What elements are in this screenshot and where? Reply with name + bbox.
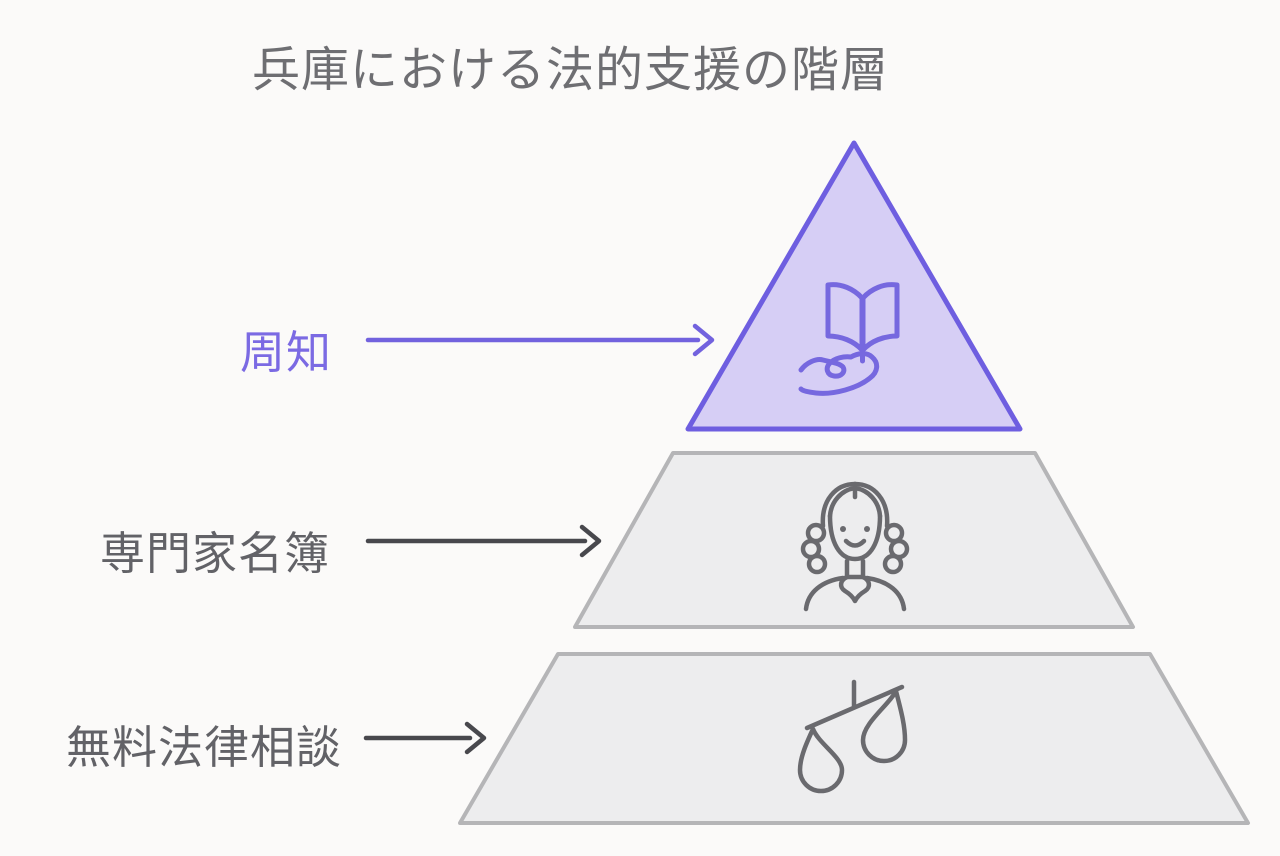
tier-label-experts: 専門家名簿 [99,528,330,579]
awareness-arrow-icon [365,323,715,357]
tier-top-awareness-shape [685,140,1023,432]
tier-label-consultation: 無料法律相談 [65,722,342,773]
scales-of-justice-icon [797,679,908,794]
experts-arrow-icon [365,524,602,558]
tier-bottom-consultation-shape [458,652,1250,825]
page-title: 兵庫における法的支援の階層 [252,44,890,97]
tier-label-awareness: 周知 [239,327,332,378]
consultation-arrow-icon [363,721,487,755]
judge-icon [800,481,910,612]
book-on-hand-icon [798,282,900,396]
tier-middle-experts-shape [573,451,1135,629]
